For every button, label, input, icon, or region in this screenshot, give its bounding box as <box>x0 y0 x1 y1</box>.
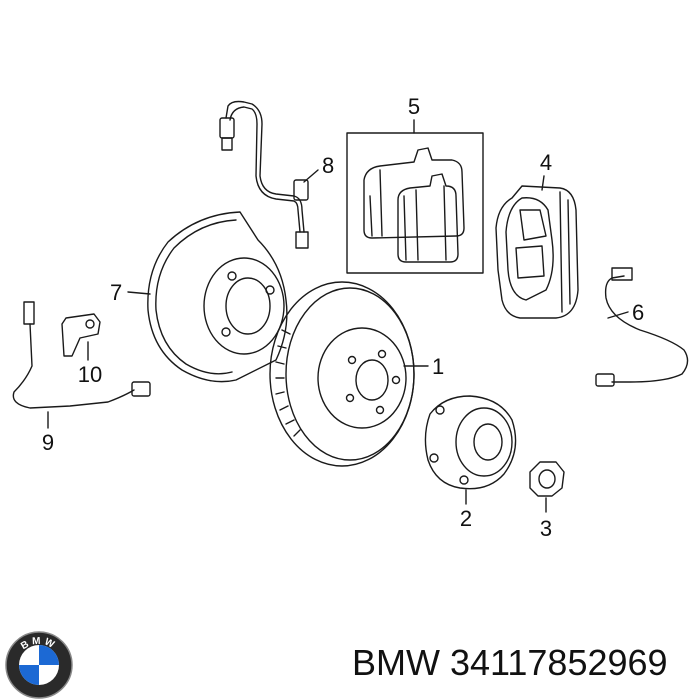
callout-1: 1 <box>432 354 444 379</box>
bmw-logo-quadrant-1 <box>39 645 59 665</box>
brand-name: BMW <box>352 642 440 683</box>
brake-disc-group: 1 <box>269 281 444 467</box>
hub-bolt-3 <box>459 475 469 485</box>
hub-nut-group: 3 <box>529 461 565 541</box>
callout-6: 6 <box>632 300 644 325</box>
brake-pads-frame <box>346 132 484 274</box>
disc-bolt-5 <box>391 375 401 385</box>
wheel-hub-group: 2 <box>424 395 517 531</box>
dust-shield <box>147 211 288 383</box>
leader-7 <box>127 291 151 295</box>
callout-10: 10 <box>78 362 102 387</box>
brake-hose-inner <box>229 106 301 233</box>
hub-bolt-2 <box>429 453 439 463</box>
disc-bolt-3 <box>345 393 355 403</box>
hose-nut-top <box>221 137 233 151</box>
brake-pads-group: 5 <box>346 94 484 274</box>
bmw-logo-quadrant-3 <box>19 665 39 685</box>
hub-nut-hole <box>538 469 556 489</box>
brake-pad-rear <box>363 147 465 239</box>
brake-hose-group: 8 <box>219 100 334 249</box>
dust-shield-bolt-1 <box>265 285 275 295</box>
leader-4 <box>541 175 545 191</box>
caliper-ribs <box>559 191 571 313</box>
callout-5: 5 <box>408 94 420 119</box>
callout-7: 7 <box>110 280 122 305</box>
brake-hose <box>225 100 305 233</box>
wear-sensor-group: 6 <box>595 267 689 387</box>
hose-fitting-bottom <box>295 231 309 249</box>
part-number-label: BMW 34117852969 <box>352 638 692 688</box>
callout-3: 3 <box>540 516 552 541</box>
caliper-group: 4 <box>495 150 579 319</box>
wear-sensor-clip <box>611 267 633 281</box>
caliper-piston-face <box>505 197 554 301</box>
dust-shield-bolt-3 <box>221 327 231 337</box>
callout-2: 2 <box>460 506 472 531</box>
speed-sensor-cable <box>12 323 135 409</box>
brake-disc-face <box>285 287 415 461</box>
callout-8: 8 <box>322 153 334 178</box>
bmw-logo: BMW <box>5 631 73 699</box>
callout-4: 4 <box>540 150 552 175</box>
dust-shield-center-hole <box>225 277 271 335</box>
brake-pad-front-lines <box>403 185 447 261</box>
part-number: 34117852969 <box>450 642 668 683</box>
dust-shield-hub-ring <box>203 257 285 355</box>
brake-disc-hat <box>317 327 407 429</box>
brake-pad-rear-edge <box>369 169 383 237</box>
wheel-hub-bore <box>473 423 503 461</box>
hose-bracket <box>293 179 309 201</box>
sensor-bracket <box>61 313 101 357</box>
disc-bolt-1 <box>377 349 387 359</box>
hub-bolt-1 <box>435 405 445 415</box>
brake-disc-vents <box>275 329 301 437</box>
hub-nut <box>529 461 565 497</box>
sensor-bracket-group: 10 <box>61 313 102 387</box>
leader-8 <box>303 169 319 183</box>
hose-fitting-top <box>219 117 235 139</box>
wheel-hub-flange <box>424 395 517 490</box>
disc-bolt-4 <box>375 405 385 415</box>
speed-sensor-plug <box>23 301 35 325</box>
wear-sensor-plug <box>595 373 615 387</box>
wheel-hub-face <box>455 407 513 477</box>
dust-shield-group: 7 <box>110 211 288 383</box>
caliper-body <box>495 185 579 319</box>
bmw-logo-letters: BMW <box>19 636 55 652</box>
brake-pad-front <box>397 173 459 263</box>
leader-6 <box>607 311 629 319</box>
svg-text:BMW: BMW <box>19 636 58 652</box>
speed-sensor-group: 9 <box>12 301 151 455</box>
dust-shield-bolt-2 <box>227 271 237 281</box>
speed-sensor-head <box>131 381 151 397</box>
disc-bolt-2 <box>347 355 357 365</box>
sensor-bracket-hole <box>85 319 95 329</box>
wear-sensor-wire <box>604 275 689 383</box>
caliper-pockets <box>515 209 547 279</box>
brake-disc-center-bore <box>355 359 389 401</box>
dust-shield-rim <box>155 219 237 375</box>
callout-9: 9 <box>42 430 54 455</box>
